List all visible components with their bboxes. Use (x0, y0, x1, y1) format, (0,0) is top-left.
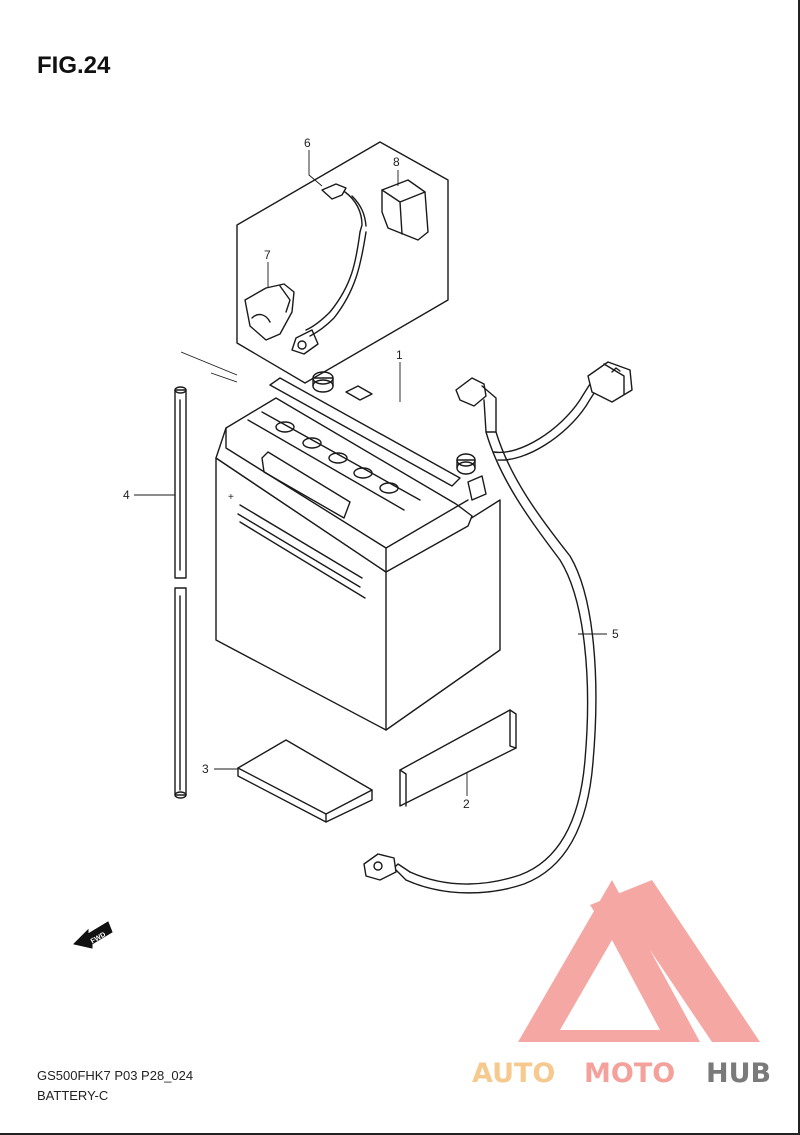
battery-cable-5 (363, 361, 633, 894)
battery-top-lid (215, 397, 473, 573)
watermark-brand-auto: AUTO (472, 1058, 555, 1089)
inset-box-outline (236, 141, 449, 384)
callout-labels: 6 8 7 1 4 3 2 5 (123, 136, 619, 811)
watermark-brand: AUTO MOTO HUB (472, 1058, 771, 1089)
battery-handle-slot (261, 451, 351, 519)
callout-5: 5 (612, 627, 619, 641)
callout-1: 1 (396, 348, 403, 362)
battery-pad-3 (237, 739, 373, 823)
figure-title: FIG.24 (37, 52, 111, 79)
svg-text:+: + (228, 492, 234, 503)
inset-terminal-kit (236, 141, 449, 384)
pad-3-shape (237, 739, 373, 823)
cable-5-ring-terminal (363, 853, 397, 881)
callout-6: 6 (304, 136, 311, 150)
battery: + (215, 371, 501, 731)
battery-plate-2 (399, 709, 517, 807)
cable-6-ring-terminal (291, 329, 319, 355)
terminal-cover-7 (244, 283, 295, 341)
callout-8: 8 (393, 155, 400, 169)
cable-5-top-terminal (455, 377, 487, 407)
callout-2: 2 (463, 797, 470, 811)
watermark-brand-moto: MOTO (584, 1058, 675, 1089)
battery-strap-4 (174, 386, 187, 799)
battery-vent-bar (269, 377, 461, 487)
callout-3: 3 (202, 762, 209, 776)
watermark-brand-hub: HUB (706, 1058, 771, 1089)
callout-leaders (134, 150, 607, 796)
terminal-cover-8 (381, 179, 429, 241)
plate-2-shape (399, 709, 517, 807)
cable-5-coupler (587, 361, 633, 403)
callout-7: 7 (264, 248, 271, 262)
footer-section: BATTERY-C (37, 1088, 108, 1103)
footer-model-code: GS500FHK7 P03 P28_024 (37, 1068, 193, 1083)
battery-cell-caps (275, 421, 399, 494)
callout-4: 4 (123, 488, 130, 502)
fwd-arrow-icon: FWD (73, 921, 113, 949)
inset-leader-line (180, 351, 238, 376)
cable-6-terminal (321, 183, 347, 200)
watermark-logo-icon (518, 880, 760, 1042)
